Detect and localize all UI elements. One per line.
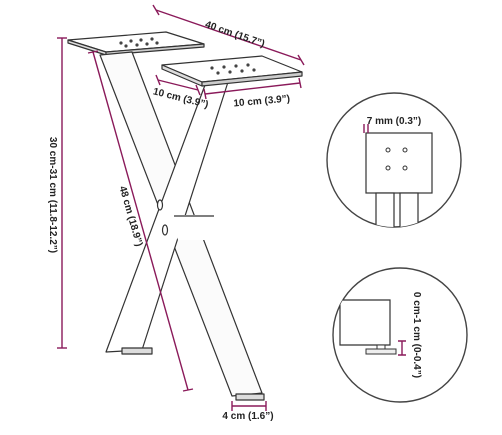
plate-holes-back — [119, 37, 159, 48]
foot-pad-right — [235, 393, 265, 401]
adjustment-label: 0 cm-1 cm (0-0.4”) — [411, 292, 422, 378]
depth-dimension-line-right — [204, 82, 301, 95]
plate-thickness-label: 7 mm (0.3”) — [367, 116, 421, 127]
depth-dimension-line-left — [157, 79, 199, 91]
leg-length-dimension-line — [92, 51, 189, 391]
width-label: 40 cm (15.7”) — [204, 19, 266, 50]
depth-label-right: 10 cm (3.9”) — [233, 94, 290, 110]
plate-holes-front — [210, 63, 256, 75]
leg-length-label: 48 cm (18.9”) — [117, 185, 145, 248]
foot-width-label: 4 cm (1.6”) — [222, 411, 273, 422]
detail-adjustable-foot: 0 cm-1 cm (0-0.4”) — [332, 267, 468, 403]
depth-label-left: 10 cm (3.9”) — [152, 86, 210, 110]
x-leg-drawing — [67, 31, 303, 401]
foot-pad-left — [121, 347, 153, 355]
dimension-lines — [57, 4, 305, 411]
height-label: 30 cm-31 cm (11.8-12.2”) — [47, 137, 58, 253]
width-dimension-line — [155, 9, 302, 61]
detail-plate-thickness: 7 mm (0.3”) — [326, 92, 462, 228]
